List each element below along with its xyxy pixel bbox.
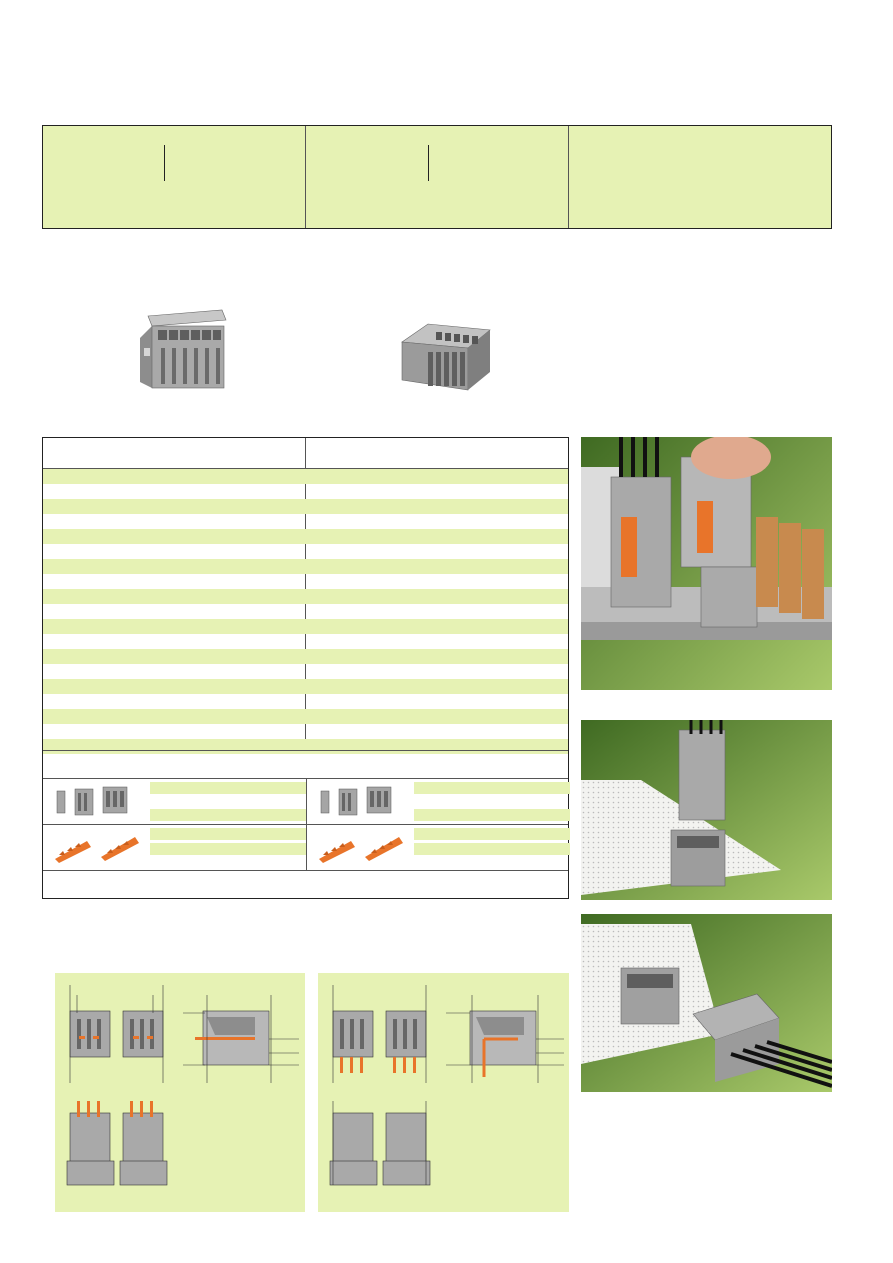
- spec-rows: [43, 469, 568, 754]
- table-row: [43, 499, 568, 514]
- dimension-drawing-thr: [55, 973, 305, 1212]
- accessory-cell: [306, 825, 570, 870]
- table-row: [43, 709, 568, 724]
- divider-mark: [164, 145, 165, 181]
- info-cell-2: [306, 126, 569, 228]
- table-row: [43, 604, 568, 619]
- accessory-cell: [43, 825, 306, 870]
- accessory-cell: [306, 779, 570, 824]
- table-row: [43, 739, 568, 754]
- table-row: [43, 559, 568, 574]
- coding-comb-icon: [319, 837, 403, 863]
- connector-angled-icon: [401, 323, 491, 391]
- divider-mark: [428, 145, 429, 181]
- accessory-row: [43, 825, 570, 870]
- table-row: [43, 589, 568, 604]
- table-row: [43, 484, 568, 499]
- info-cell-3: [569, 126, 831, 228]
- table-row: [43, 514, 568, 529]
- table-row: [43, 694, 568, 709]
- info-cell-1: [43, 126, 306, 228]
- accessory-cell: [43, 779, 306, 824]
- table-row: [43, 544, 568, 559]
- table-row: [43, 574, 568, 589]
- spec-table: [42, 437, 570, 899]
- connector-housing-icon: [320, 786, 392, 816]
- connector-product-icon: [140, 309, 227, 389]
- table-row: [43, 649, 568, 664]
- table-row: [43, 664, 568, 679]
- dimension-drawing-smd: [318, 973, 569, 1212]
- pcb-plug-photo: [581, 720, 832, 900]
- table-row: [43, 724, 568, 739]
- accessory-row: [43, 779, 570, 824]
- info-band: [42, 125, 832, 229]
- table-row: [43, 469, 568, 484]
- coding-comb-icon: [55, 837, 139, 863]
- table-row: [43, 634, 568, 649]
- connector-housing-icon: [56, 786, 128, 816]
- table-row: [43, 679, 568, 694]
- relay-application-photo: [581, 437, 832, 690]
- table-row: [43, 619, 568, 634]
- table-row: [43, 529, 568, 544]
- pcb-socket-photo: [581, 914, 832, 1092]
